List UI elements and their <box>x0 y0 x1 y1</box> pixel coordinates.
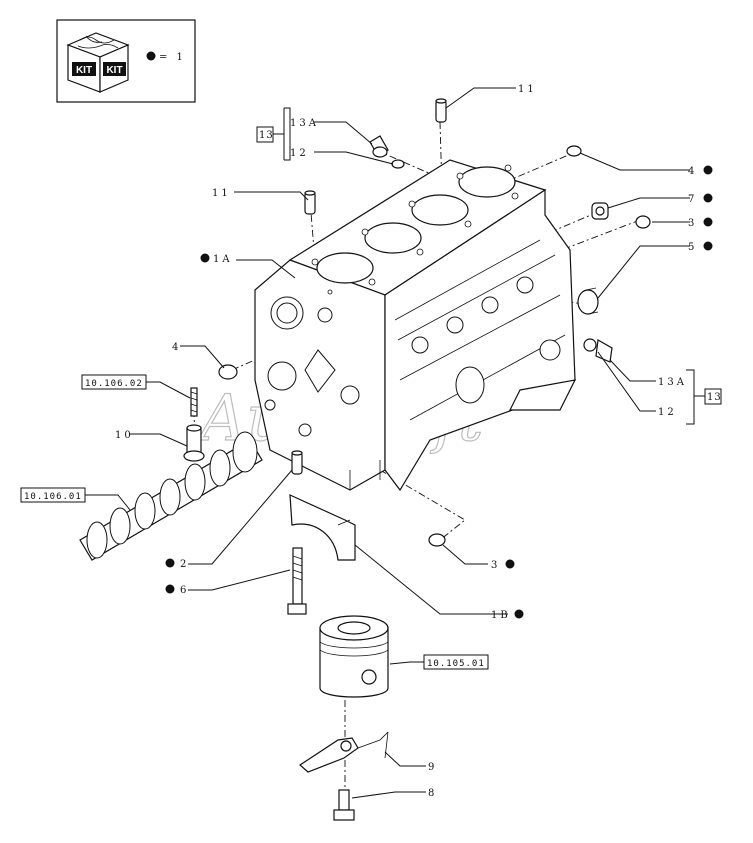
ref-box-cam-bolt <box>81 374 147 390</box>
callout-13-right: 13 <box>707 392 722 403</box>
piston-cooling-jet <box>299 731 389 773</box>
kit-dot-4-right <box>703 165 713 175</box>
callout-13-top: 13 <box>259 130 274 141</box>
callout-12-right: 12 <box>658 407 677 418</box>
callout-11-top: 11 <box>518 84 537 95</box>
cup-plug-large <box>577 287 599 315</box>
kit-dot-7 <box>703 193 713 203</box>
kit-dot-1B <box>514 609 524 619</box>
kit-dot-3-bottom <box>505 559 515 569</box>
engine-block <box>254 159 577 492</box>
cylinder-bore-2 <box>364 222 422 254</box>
callout-10: 10 <box>115 430 134 441</box>
callout-9: 9 <box>428 762 437 773</box>
callout-5: 5 <box>688 242 697 253</box>
fitting <box>591 202 609 220</box>
ref-cam-bolt: 10.106.02 <box>85 379 143 389</box>
kit-dot-2 <box>165 558 175 568</box>
plug-right <box>583 338 613 363</box>
dowel-bush <box>291 450 303 475</box>
jet-bolt <box>333 789 355 821</box>
ref-box-camshaft <box>20 487 86 503</box>
callout-13A-top: 13A <box>290 118 319 129</box>
dowel-pin-left <box>304 190 316 215</box>
callout-12-top: 12 <box>290 148 309 159</box>
callout-6: 6 <box>180 585 189 596</box>
plug-top <box>369 135 389 158</box>
callout-4-right: 4 <box>688 166 697 177</box>
callout-4-left: 4 <box>172 342 181 353</box>
cup-plug-small-bottom <box>428 533 446 547</box>
kit-word-right: KIT <box>106 65 122 76</box>
callout-3-top: 3 <box>688 218 697 229</box>
callout-1B: 1B <box>491 610 511 621</box>
callout-3-bottom: 3 <box>491 560 500 571</box>
callout-labels: 11 13 13A 12 11 1A 4 7 3 5 13A 12 13 4 1… <box>20 84 722 799</box>
camshaft-bolt <box>190 387 198 417</box>
cylinder-bore-4 <box>458 166 516 198</box>
kit-dot-1A <box>200 253 210 263</box>
ref-camshaft: 10.106.01 <box>24 492 82 502</box>
kit-word-left: KIT <box>76 65 92 76</box>
cup-plug-right <box>566 145 582 157</box>
main-bearing-cap <box>289 494 356 561</box>
kit-dot-6 <box>165 584 175 594</box>
piston <box>319 615 389 698</box>
ref-box-piston <box>423 654 489 670</box>
kit-dot-icon <box>146 51 156 61</box>
leader-lines <box>85 87 705 799</box>
callout-11-left: 11 <box>212 188 231 199</box>
callout-1A: 1A <box>213 254 233 265</box>
callout-13-top-box <box>256 126 274 143</box>
kit-equals-text: = 1 <box>159 52 186 63</box>
dowel-pin-top <box>435 98 447 123</box>
cup-plug-left <box>218 364 238 380</box>
kit-dot-3-top <box>703 217 713 227</box>
cup-plug-small-top <box>635 215 651 229</box>
washer-top <box>391 159 405 169</box>
cap-bolt <box>287 547 307 615</box>
ref-piston: 10.105.01 <box>427 659 485 669</box>
callout-2: 2 <box>180 559 189 570</box>
callout-13-right-box <box>704 388 722 405</box>
kit-legend: KIT KIT = 1 <box>56 19 196 103</box>
callout-13A-right: 13A <box>658 377 687 388</box>
kit-box-icon: KIT KIT <box>66 32 130 93</box>
cylinder-bore-3 <box>411 194 469 226</box>
cylinder-bore-1 <box>316 252 374 284</box>
callout-7: 7 <box>688 194 697 205</box>
tappet <box>183 424 205 462</box>
camshaft <box>79 431 263 561</box>
kit-dot-5 <box>703 241 713 251</box>
callout-8: 8 <box>428 788 437 799</box>
